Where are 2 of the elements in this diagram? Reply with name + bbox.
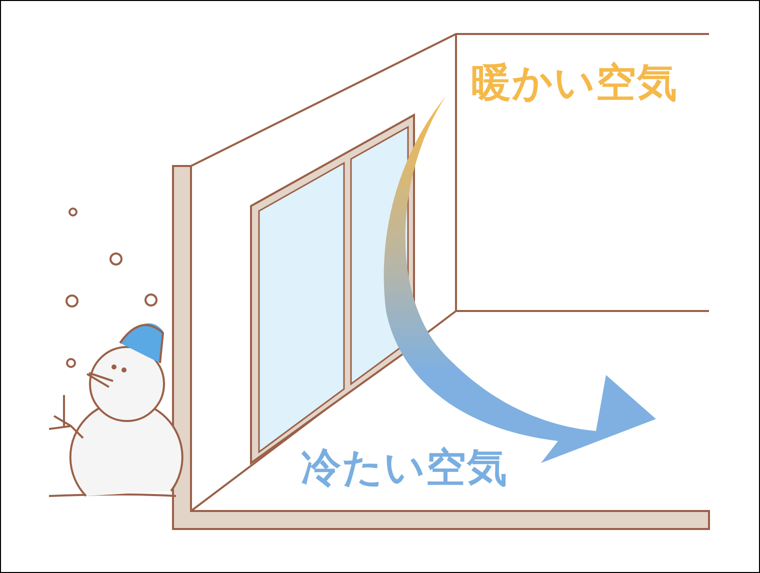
air-label: 暖かい空気 xyxy=(471,63,678,103)
air-label: 冷たい空気 xyxy=(301,448,508,488)
